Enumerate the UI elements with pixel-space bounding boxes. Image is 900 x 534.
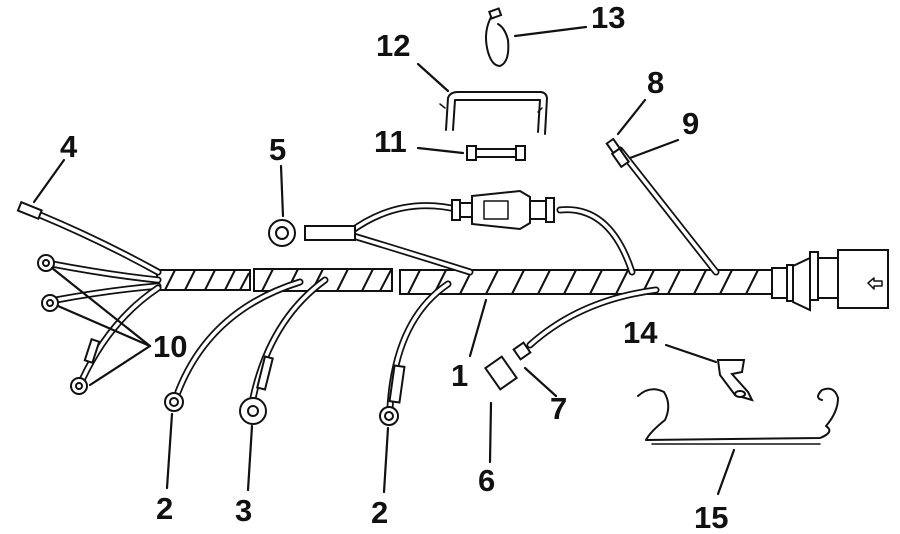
callout-15: 15 [694, 500, 728, 534]
bullet-connector-lead [16, 200, 162, 276]
main-harness-connector [771, 249, 889, 312]
callout-13: 13 [591, 0, 625, 35]
callout-14: 14 [623, 315, 658, 350]
bullet-connector [483, 286, 660, 391]
connector-sleeve [483, 355, 519, 391]
ring-terminal-large [239, 276, 329, 425]
callout-8: 8 [647, 65, 664, 100]
ring-terminal-fuse-lead [268, 189, 636, 276]
callout-9: 9 [682, 106, 699, 141]
callout-4: 4 [60, 129, 78, 164]
leader-lines [32, 25, 736, 496]
ground-bracket [716, 359, 754, 402]
fuse-holder-clip [439, 91, 548, 135]
ring-terminal-lead-middle [379, 280, 452, 426]
callout-1: 1 [451, 358, 468, 393]
callout-12: 12 [376, 28, 410, 63]
callout-3: 3 [235, 493, 252, 528]
callout-2-mid: 2 [371, 495, 388, 530]
connector-pin [512, 341, 532, 361]
callout-10: 10 [153, 329, 187, 364]
callout-6: 6 [478, 463, 495, 498]
fuse [466, 145, 526, 161]
tie-strap [485, 7, 510, 67]
retainer-wire-clip [637, 387, 839, 445]
callout-5: 5 [269, 132, 286, 167]
harness-main-sleeve [156, 268, 773, 295]
callout-11: 11 [374, 124, 407, 159]
callout-2-left: 2 [156, 491, 173, 526]
ring-terminal-leads [37, 254, 162, 395]
arrow-icon [867, 277, 883, 290]
callout-7: 7 [550, 391, 567, 426]
pin-terminal-lead [605, 137, 720, 276]
inline-fuse-holder [451, 189, 555, 231]
callout-labels: 1 2 3 2 4 5 6 7 8 9 10 11 12 13 14 15 [60, 0, 728, 534]
ring-terminal-lead-left [164, 278, 304, 412]
